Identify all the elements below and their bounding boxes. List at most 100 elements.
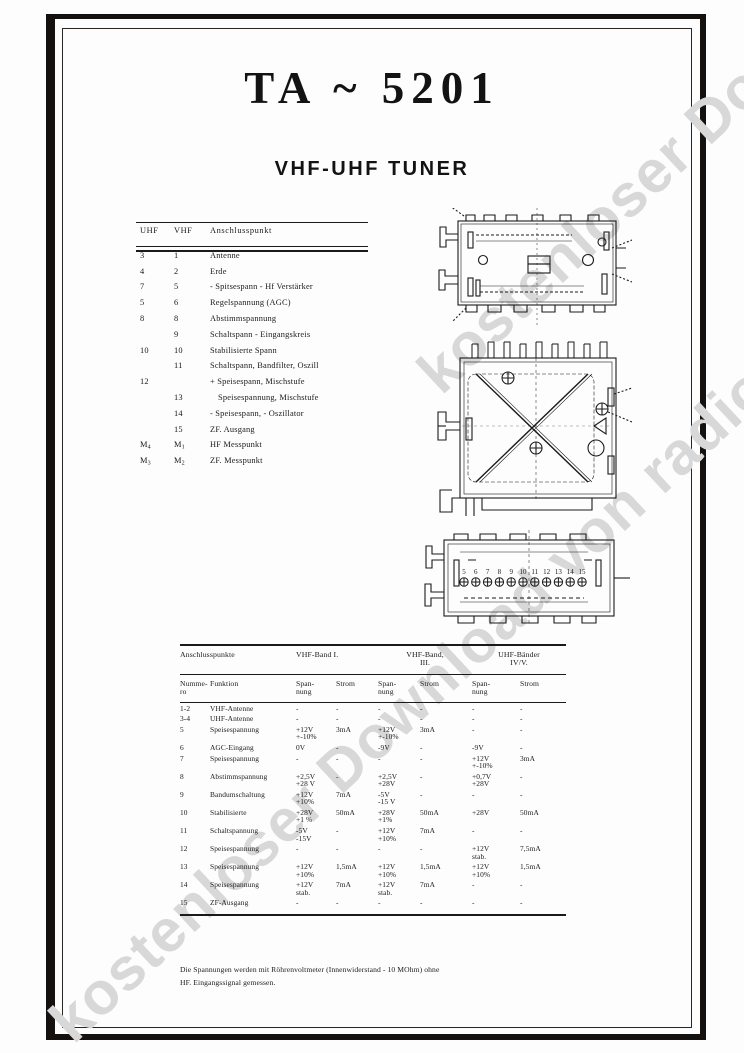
subheader-spannung-3: Span- nung (472, 678, 491, 696)
pin-cell-function: Erde (210, 266, 227, 276)
pin-terminal (577, 577, 587, 587)
spec-cell-spannung-band3: +28V +1% (378, 807, 396, 825)
spec-cell-funktion: Abstimmspannung (210, 771, 268, 781)
spec-cell-spannung-uhf: +12V +-10% (472, 753, 493, 771)
spec-rule-mid1 (180, 673, 566, 675)
spec-cell-spannung-band3: - (378, 753, 381, 763)
pin-terminal-cross (554, 577, 563, 587)
pin-terminal (530, 577, 540, 587)
pin-terminal (459, 577, 469, 587)
spec-cell-spannung-uhf: +28V (472, 807, 490, 817)
spec-cell-spannung-band3: +12V +10% (378, 862, 397, 879)
spec-cell-funktion: Bandumschaltung (210, 789, 265, 799)
group-uhf-bands: UHF-Bänder IV/V. (498, 650, 540, 667)
spec-cell-spannung-band3: +2,5V +28V (378, 771, 398, 789)
pin-cell-uhf: 10 (140, 345, 149, 355)
spec-group-row: Anschlusspunkte VHF-Band I. VHF-Band, II… (180, 646, 566, 674)
pin-table-row: 12+ Speisespann, Mischstufe (136, 378, 368, 394)
group-vhf-band-3: VHF-Band, III. (406, 650, 444, 667)
spec-cell-spannung-band1: +2,5V +28 V (296, 771, 316, 789)
spec-cell-strom-uhf: - (520, 743, 523, 753)
spec-cell-strom-band3: - (420, 898, 423, 908)
spec-cell-strom-band3: - (420, 703, 423, 713)
pin-terminal-cross (542, 577, 551, 587)
tuner-top-view-drawing (436, 208, 632, 326)
pin-number-label: 9 (509, 568, 513, 576)
spec-cell-spannung-uhf: +12V +10% (472, 862, 491, 879)
pin-number-label: 12 (543, 568, 551, 576)
pin-terminal-cross (518, 577, 528, 587)
spec-cell-funktion: Speisespannung (210, 724, 260, 734)
pin-table-row: 14- Speisespann, - Oszillator (136, 409, 368, 426)
spec-cell-strom-band3: 7mA (420, 825, 436, 835)
spec-cell-nummer: 7 (180, 753, 184, 763)
spec-cell-funktion: AGC-Eingang (210, 743, 254, 753)
subheader-spannung-2: Span- nung (378, 678, 397, 696)
spec-cell-spannung-uhf: - (472, 789, 475, 799)
pin-cell-function: HF Messpunkt (210, 440, 262, 450)
table-rule-double (136, 245, 368, 252)
spec-cell-spannung-band3: - (378, 844, 381, 854)
pin-cell-vhf: 6 (174, 298, 179, 308)
spec-cell-strom-band3: - (420, 844, 423, 854)
pin-cell-uhf (136, 331, 170, 347)
spec-cell-strom-band3: - (420, 743, 423, 753)
pin-cell-vhf: 8 (174, 313, 179, 323)
pin-terminal-cross (471, 577, 480, 587)
pin-cell-vhf: 2 (174, 266, 179, 276)
pin-header-vhf: VHF (174, 226, 193, 235)
pin-terminal-cross (577, 577, 587, 587)
subheader-nummer: Numme- ro (180, 678, 208, 696)
spec-cell-spannung-band3: +12V +10% (378, 825, 397, 843)
spec-cell-spannung-band1: +12V +10% (296, 862, 315, 879)
spec-cell-strom-band3: - (420, 771, 423, 781)
spec-cell-strom-band3: 7mA (420, 880, 436, 890)
pin-cell-vhf: 11 (174, 361, 183, 371)
pin-cell-uhf: 7 (140, 282, 145, 292)
footnote-line-2: HF. Eingangssignal gemessen. (180, 978, 276, 988)
subheader-funktion: Funktion (210, 678, 239, 688)
pin-number-label: 8 (498, 568, 502, 576)
pin-cell-uhf (136, 362, 170, 378)
pin-table-header-row: UHF VHF Anschlusspunkt (136, 226, 368, 243)
spec-cell-strom-uhf: - (520, 898, 523, 908)
spec-cell-spannung-band1: +12V stab. (296, 880, 314, 897)
measurement-footnote: Die Spannungen werden mit Röhrenvoltmete… (180, 963, 580, 990)
spec-cell-strom-band1: 1,5mA (336, 862, 357, 872)
spec-cell-spannung-band3: +12V stab. (378, 880, 396, 897)
pin-cell-vhf: 15 (174, 424, 183, 434)
spec-cell-nummer: 11 (180, 825, 188, 835)
spec-cell-spannung-uhf: +12V stab. (472, 844, 490, 861)
pin-cell-vhf: 9 (174, 329, 179, 339)
pin-table-row: 5 6 Regelspannung (AGC) (136, 299, 368, 315)
pin-cell-function: Regelspannung (AGC) (210, 298, 291, 308)
pin-number-label: 10 (520, 568, 528, 576)
footnote-line-1: Die Spannungen werden mit Röhrenvoltmete… (180, 965, 440, 974)
spec-cell-funktion: VHF-Antenne (210, 703, 254, 713)
pin-terminal-cross (530, 577, 539, 587)
page-subtitle: VHF-UHF TUNER (274, 158, 470, 180)
spec-cell-strom-uhf: 1,5mA (520, 862, 541, 872)
pin-cell-function: ZF. Ausgang (210, 424, 255, 434)
spec-cell-spannung-uhf: - (472, 825, 475, 835)
spec-cell-spannung-uhf: - (472, 898, 475, 908)
spec-cell-strom-uhf: - (520, 880, 523, 890)
spec-cell-funktion: UHF-Antenne (210, 714, 254, 724)
pin-number-label: 7 (486, 568, 490, 576)
spec-cell-strom-band1: 7mA (336, 789, 352, 799)
spec-cell-strom-uhf: 3mA (520, 753, 536, 763)
spec-cell-spannung-band1: 0V (296, 743, 306, 753)
pin-cell-uhf: 5 (140, 298, 145, 308)
pin-terminal-cross (566, 577, 575, 587)
